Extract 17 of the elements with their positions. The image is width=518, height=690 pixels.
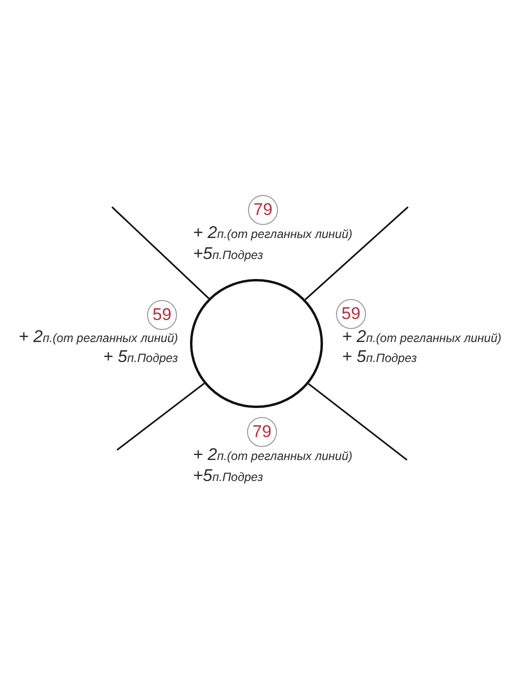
raglan-line [111, 206, 210, 300]
stitch-note: +5п.Подрез [193, 467, 264, 486]
circled-number: 79 [247, 417, 277, 447]
neckline-ellipse [190, 279, 323, 408]
raglan-line [116, 382, 205, 451]
raglan-line [304, 206, 409, 300]
stitch-note: + 2п.(от регланных линий) [193, 446, 352, 465]
stitch-note: +5п.Подрез [193, 245, 264, 264]
circled-number: 59 [147, 300, 177, 330]
stitch-note: + 5п.Подрез [103, 348, 178, 367]
circled-number: 59 [336, 299, 366, 329]
circled-number: 79 [248, 195, 278, 225]
stitch-note: + 2п.(от регланных линий) [193, 224, 352, 243]
stitch-note: + 2п.(от регланных линий) [342, 328, 502, 347]
raglan-line [308, 383, 408, 461]
stitch-note: + 5п.Подрез [342, 348, 417, 367]
stitch-note: + 2п.(от регланных линий) [18, 328, 178, 347]
